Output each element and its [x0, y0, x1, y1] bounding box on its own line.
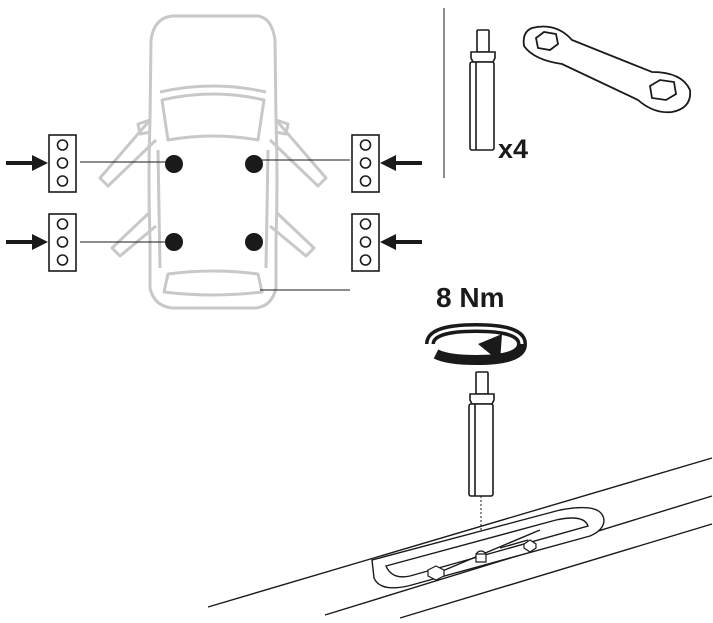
foot-position-block-rear-right — [351, 213, 380, 272]
car-top-view-icon — [98, 14, 328, 310]
foot-position-block-front-right — [351, 134, 380, 193]
mount-point-front-right — [245, 155, 263, 173]
mounting-pin-install-icon — [468, 371, 495, 497]
roof-rail-icon — [207, 457, 713, 619]
arrow-icon-right-front — [380, 155, 422, 171]
mount-point-front-left — [165, 155, 183, 173]
torque-label: 8 Nm — [436, 282, 504, 313]
arrow-icon-left-front — [6, 155, 48, 171]
mount-point-rear-left — [165, 233, 183, 251]
rail-fastener-icons — [427, 539, 537, 581]
foot-position-block-rear-left — [48, 213, 77, 272]
leader-lines — [80, 159, 350, 291]
mounting-points — [165, 155, 263, 251]
wrench-icon — [522, 25, 692, 114]
quantity-label: x4 — [498, 134, 528, 164]
arrow-icon-right-rear — [380, 234, 422, 250]
mount-point-rear-right — [245, 233, 263, 251]
foot-position-block-front-left — [48, 134, 77, 193]
rotation-arrow-icon — [425, 322, 528, 366]
mounting-pin-icon — [469, 29, 496, 151]
arrow-icon-left-rear — [6, 234, 48, 250]
